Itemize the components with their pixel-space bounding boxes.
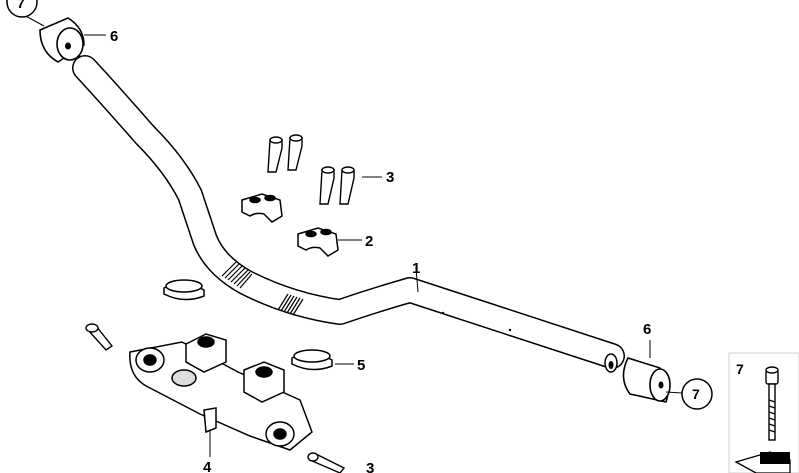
clamp-lower [297, 227, 339, 257]
callout-3-bottom: 3 [366, 460, 374, 473]
callout-5: 5 [357, 357, 365, 374]
bar-end-weight-left [39, 17, 85, 63]
screw-bottom [307, 452, 346, 473]
circled-callout-7-top: 7 [6, 0, 38, 18]
screws-top-left-pair [267, 134, 303, 173]
legend-key-icon [734, 451, 791, 473]
handlebar [72, 55, 625, 373]
callout-4: 4 [203, 459, 212, 473]
svg-text:7: 7 [692, 386, 700, 402]
clamp-upper [241, 193, 283, 223]
svg-text:7: 7 [17, 0, 25, 11]
cap-right [291, 349, 333, 371]
handlebar-riser [129, 333, 313, 451]
knurl-band-right [277, 293, 304, 316]
bar-end-weight-right [622, 357, 671, 403]
callout-2: 2 [365, 233, 373, 250]
legend-item-7-number: 7 [736, 361, 744, 377]
callout-1: 1 [412, 260, 420, 277]
circled-callout-7-right: 7 [681, 378, 713, 410]
legend-screw [765, 366, 779, 441]
knurl-band-left [221, 261, 253, 289]
cap-left [163, 279, 205, 301]
callout-6-right: 6 [643, 321, 651, 338]
leader-lines [21, 13, 683, 457]
screw-left-lower [85, 323, 114, 351]
legend-box-7: 7 [728, 352, 799, 473]
screws-top-right-pair [319, 166, 355, 205]
callout-6-left: 6 [110, 28, 118, 45]
callout-3-top: 3 [386, 169, 394, 186]
